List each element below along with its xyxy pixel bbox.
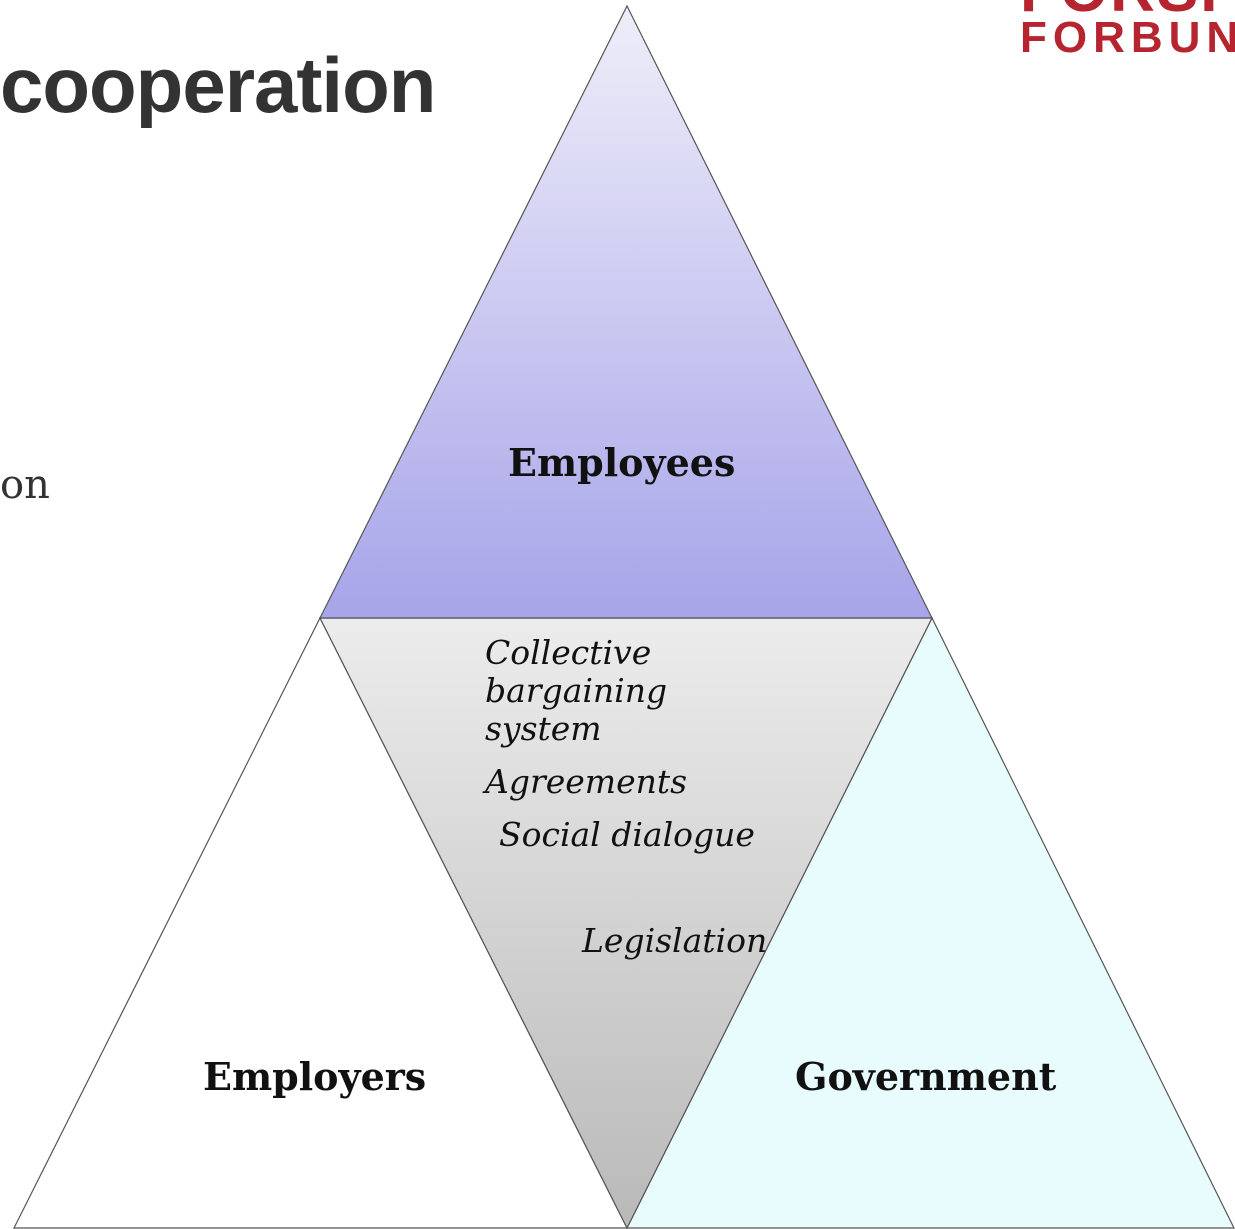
agreements-label: Agreements (485, 762, 688, 801)
employees-label: Employees (508, 440, 736, 485)
government-label: Government (795, 1054, 1057, 1099)
logo-text-top: FORSI (1020, 0, 1235, 22)
logo: FORSI FORBUN (1020, 0, 1235, 60)
page-title: cooperation (0, 41, 436, 129)
employers-label: Employers (203, 1054, 427, 1099)
collective-bargaining-label: Collective bargaining system (485, 634, 667, 748)
partial-body-text: on (0, 462, 50, 508)
collective-line-2: bargaining (485, 671, 668, 710)
logo-text-bottom: FORBUN (1020, 13, 1235, 62)
collective-line-1: Collective (485, 633, 652, 672)
collective-line-3: system (485, 709, 602, 748)
legislation-label: Legislation (582, 921, 768, 960)
employees-triangle (319, 4, 933, 619)
social-dialogue-label: Social dialogue (499, 815, 755, 854)
